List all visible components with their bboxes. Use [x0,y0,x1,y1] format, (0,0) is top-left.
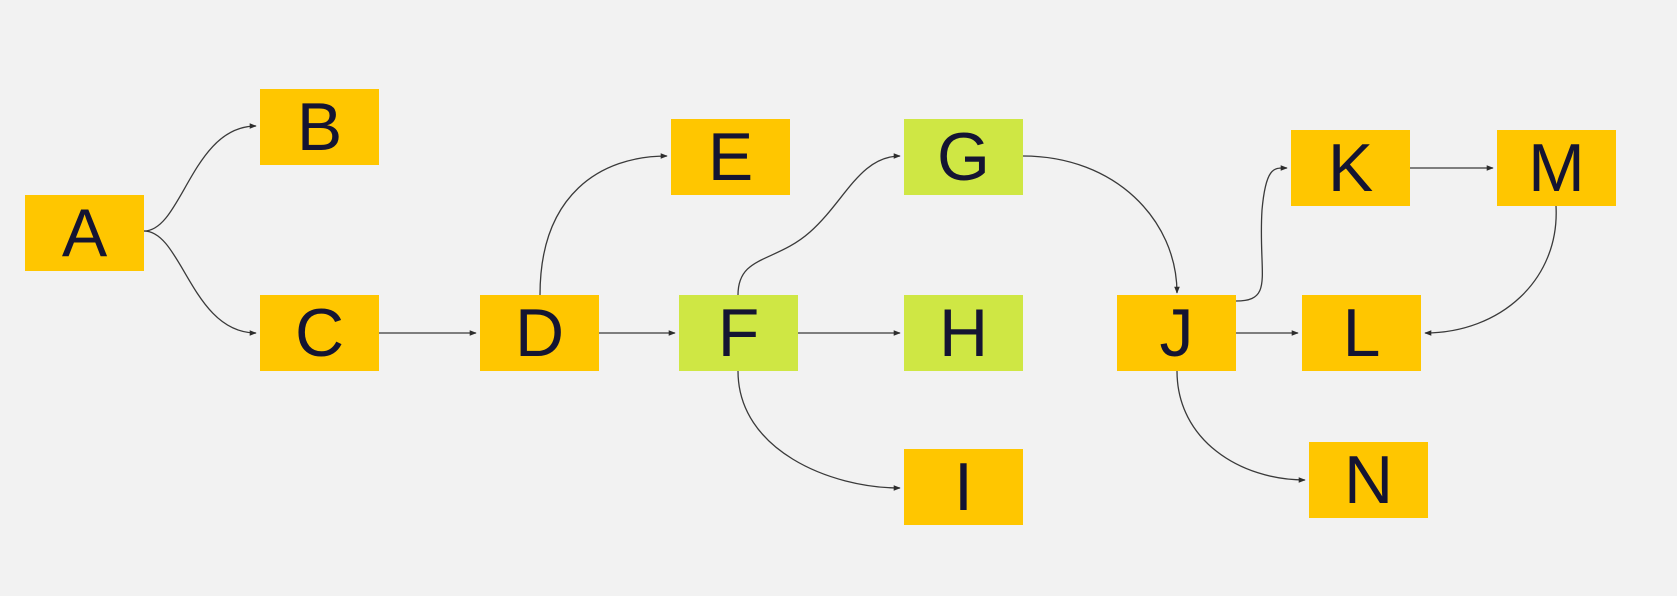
edge-g-to-j [1022,155,1180,294]
node-h: H [904,295,1023,371]
node-e: E [671,119,790,195]
edge-m-to-l [1424,205,1557,336]
edge-a-to-b [143,123,257,232]
edge-j-to-n [1176,370,1306,483]
edge-d-to-e [539,153,668,296]
node-g: G [904,119,1023,195]
node-n: N [1309,442,1428,518]
node-a: A [25,195,144,271]
node-f: F [679,295,798,371]
node-b: B [260,89,379,165]
edge-a-to-c [143,230,257,336]
node-j: J [1117,295,1236,371]
node-l: L [1302,295,1421,371]
edge-j-to-k [1235,165,1288,302]
edge-f-to-i [737,370,901,491]
node-c: C [260,295,379,371]
node-m: M [1497,130,1616,206]
node-d: D [480,295,599,371]
node-i: I [904,449,1023,525]
node-k: K [1291,130,1410,206]
edge-f-to-g [737,153,901,296]
